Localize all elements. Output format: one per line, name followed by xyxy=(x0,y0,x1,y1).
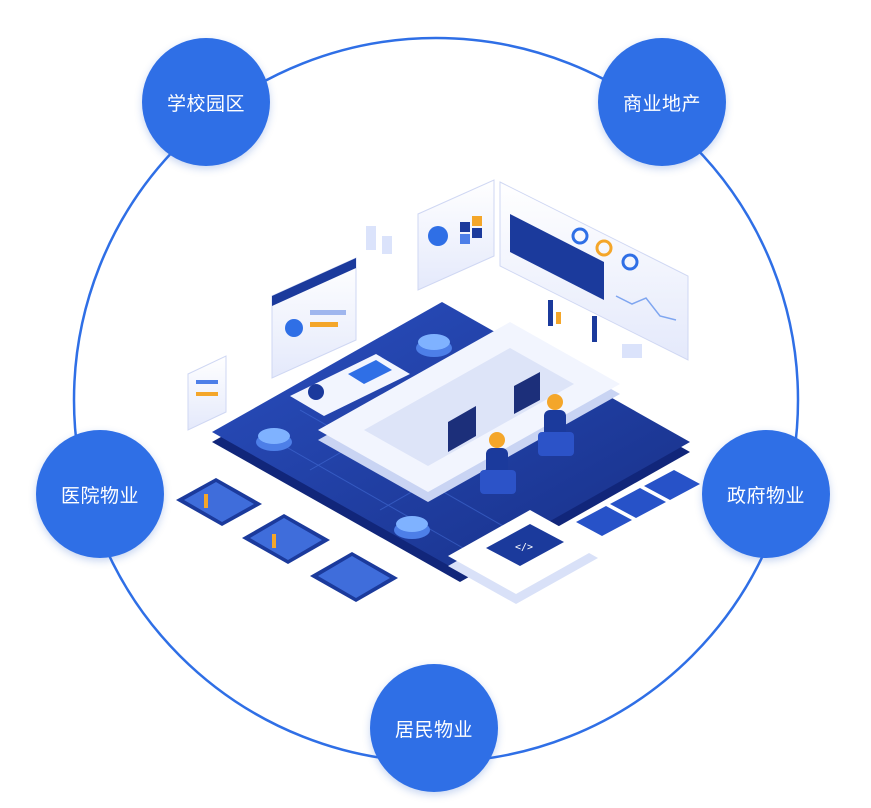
dashboard-panel-large xyxy=(417,179,689,361)
code-card: </> xyxy=(448,510,598,604)
coin-stacks xyxy=(256,334,452,539)
table-monitors xyxy=(448,372,540,452)
node-school-campus: 学校园区 xyxy=(142,38,270,166)
node-hospital-property: 医院物业 xyxy=(36,430,164,558)
code-tag-label: </> xyxy=(515,542,533,553)
node-commercial-property: 商业地产 xyxy=(598,38,726,166)
seated-workers xyxy=(480,394,574,494)
floor-tiles-left xyxy=(176,478,398,602)
report-card xyxy=(290,354,410,416)
floor-tiles-right xyxy=(576,470,700,536)
node-residential-property: 居民物业 xyxy=(370,664,498,792)
node-government-property: 政府物业 xyxy=(702,430,830,558)
dashboard-panel-left xyxy=(187,257,357,431)
floating-accents xyxy=(366,226,642,358)
